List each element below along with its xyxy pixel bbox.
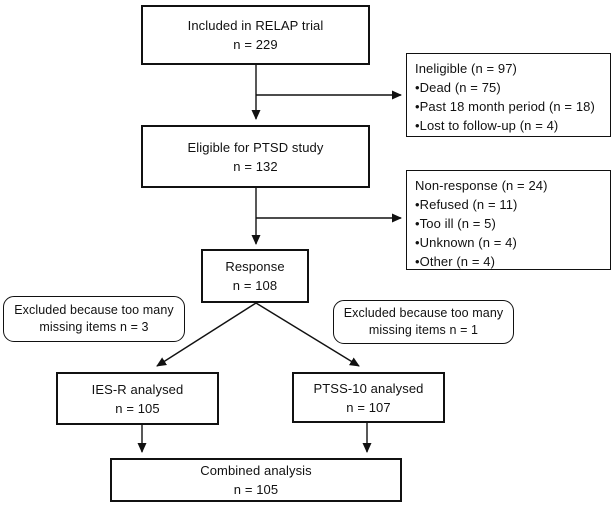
node-ineligible: Ineligible (n = 97) •Dead (n = 75) •Past…: [406, 53, 611, 137]
node-count: n = 105: [233, 482, 279, 497]
bullet-item: •Dead (n = 75): [415, 80, 501, 95]
node-excluded-ies-r: Excluded because too many missing items …: [3, 296, 185, 342]
bullet-item: •Too ill (n = 5): [415, 216, 496, 231]
node-label: Combined analysis: [200, 463, 312, 478]
node-label: Excluded because too many: [343, 306, 504, 320]
node-label: Included in RELAP trial: [187, 18, 324, 33]
node-label: Excluded because too many: [14, 303, 174, 317]
node-label: Response: [225, 259, 285, 274]
side-box-title: Non-response (n = 24): [415, 178, 548, 193]
node-combined-analysis: Combined analysis n = 105: [110, 458, 402, 502]
node-count: missing items n = 1: [368, 323, 479, 337]
node-eligible-for-ptsd-study: Eligible for PTSD study n = 132: [141, 125, 370, 188]
node-count: n = 132: [233, 158, 278, 174]
side-box-title: Ineligible (n = 97): [415, 61, 517, 76]
node-label: Eligible for PTSD study: [187, 139, 324, 155]
node-count: n = 229: [233, 37, 278, 52]
node-count: n = 105: [115, 400, 160, 416]
node-count: n = 108: [232, 278, 278, 293]
node-label: PTSS-10 analysed: [313, 380, 424, 396]
node-ies-r-analysed: IES-R analysed n = 105: [56, 372, 219, 425]
node-label: IES-R analysed: [91, 381, 184, 397]
bullet-item: •Unknown (n = 4): [415, 235, 517, 250]
node-ptss-10-analysed: PTSS-10 analysed n = 107: [292, 372, 445, 423]
bullet-item: •Lost to follow-up (n = 4): [415, 118, 559, 133]
node-included-in-relap-trial: Included in RELAP trial n = 229: [141, 5, 370, 65]
node-count: missing items n = 3: [39, 320, 149, 334]
bullet-item: •Refused (n = 11): [415, 197, 518, 212]
bullet-item: •Other (n = 4): [415, 254, 496, 269]
node-count: n = 107: [346, 399, 391, 415]
bullet-item: •Past 18 month period (n = 18): [415, 99, 595, 114]
node-response: Response n = 108: [201, 249, 309, 303]
node-excluded-ptss-10: Excluded because too many missing items …: [333, 300, 514, 344]
node-non-response: Non-response (n = 24) •Refused (n = 11) …: [406, 170, 611, 270]
